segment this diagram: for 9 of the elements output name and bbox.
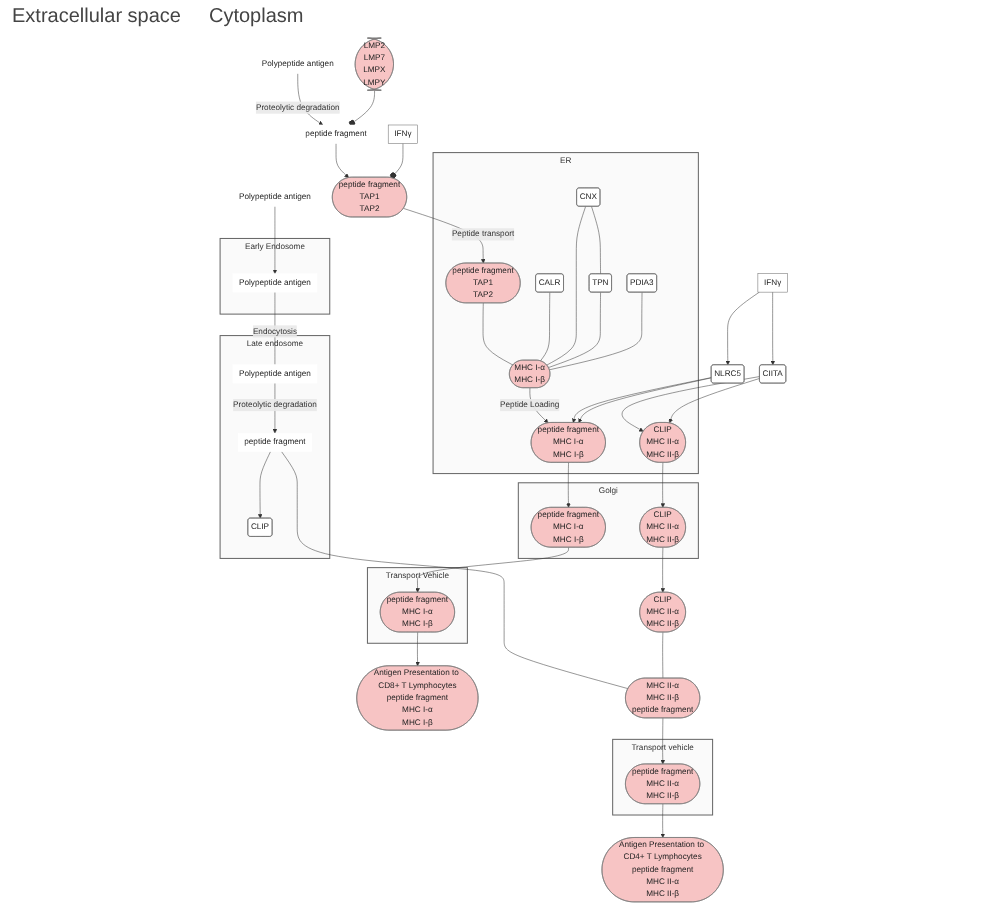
connector	[547, 292, 601, 368]
region-label: Extracellular space	[12, 6, 181, 28]
connector	[280, 451, 628, 689]
connector	[273, 291, 275, 365]
region-label: Cytoplasm	[208, 6, 304, 28]
connector	[545, 206, 586, 366]
connector	[590, 206, 601, 275]
connector	[539, 292, 550, 362]
connector	[548, 292, 642, 371]
